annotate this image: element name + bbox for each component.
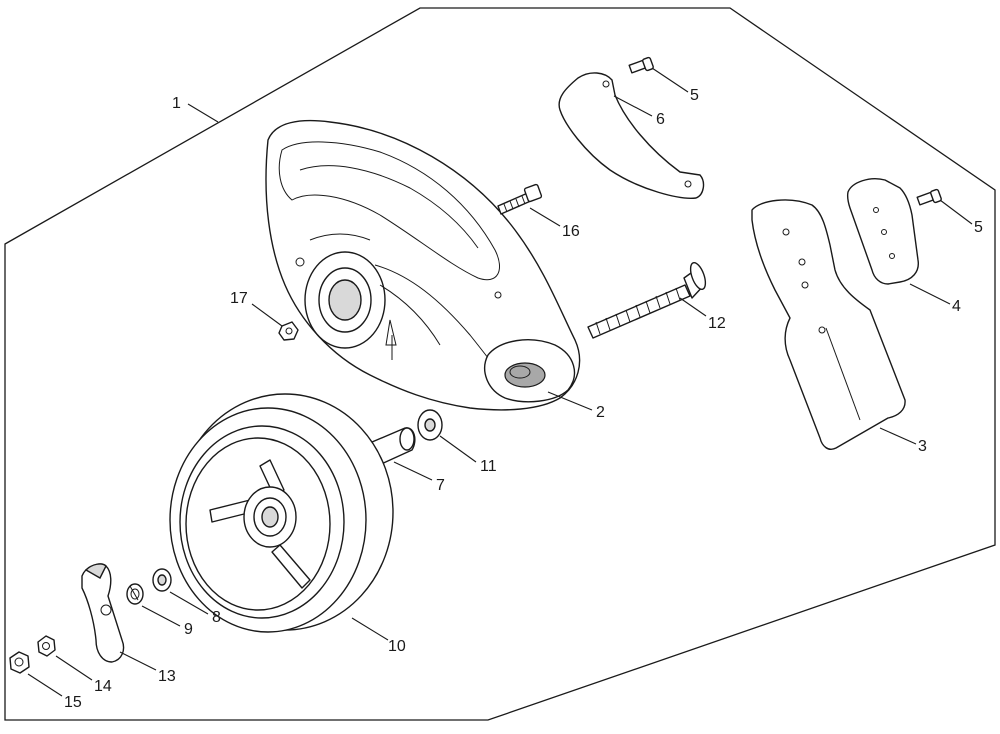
part-3-deflector-plate (751, 199, 906, 450)
leader-11 (439, 435, 477, 463)
leader-13 (119, 651, 157, 671)
leader-14 (55, 655, 93, 681)
callout-9: 9 (184, 621, 193, 638)
part-5-screw-right (916, 188, 942, 206)
callout-17: 17 (230, 290, 248, 307)
leader-7 (393, 461, 433, 481)
part-13-wing-knob (81, 563, 125, 663)
leader-6 (613, 95, 653, 117)
callout-2: 2 (596, 404, 605, 421)
leader-15 (27, 673, 63, 697)
part-17-nut (278, 321, 299, 341)
callout-5b: 5 (974, 219, 983, 236)
callout-8: 8 (212, 609, 221, 626)
leader-5a (651, 67, 689, 93)
callout-5a: 5 (690, 87, 699, 104)
leader-8 (169, 591, 209, 615)
part-12-carriage-bolt (587, 261, 707, 339)
part-9-spring-washer (126, 583, 144, 605)
part-2-guard-housing (265, 119, 581, 411)
callout-14: 14 (94, 678, 112, 695)
part-14-nut (37, 635, 56, 657)
part-11-washer (417, 409, 443, 441)
part-15-nut (9, 651, 30, 674)
part-10-wheel (169, 393, 394, 633)
callout-6: 6 (656, 111, 665, 128)
leader-lines (27, 67, 973, 697)
part-16-bolt (497, 183, 543, 215)
callout-12: 12 (708, 315, 726, 332)
leader-9 (141, 605, 181, 627)
leader-17 (251, 303, 283, 327)
part-8-washer (152, 568, 172, 592)
leader-10 (351, 617, 389, 641)
callout-15: 15 (64, 694, 82, 711)
assembly-frame (4, 7, 996, 721)
callout-3: 3 (918, 438, 927, 455)
leader-5b (939, 199, 973, 225)
leader-1 (187, 103, 219, 123)
leader-4 (909, 283, 951, 305)
leader-2 (547, 391, 593, 411)
leader-16 (529, 207, 561, 227)
part-5-screw-top (628, 56, 654, 74)
callout-13: 13 (158, 668, 176, 685)
leader-3 (879, 427, 917, 445)
callout-labels: 1 2 3 4 5 5 6 7 8 9 10 11 12 13 14 15 16… (64, 87, 983, 711)
callout-1: 1 (172, 95, 181, 112)
callout-7: 7 (436, 477, 445, 494)
leader-12 (679, 297, 707, 317)
callout-11: 11 (480, 458, 497, 475)
part-6-guard-plate (558, 72, 705, 199)
callout-10: 10 (388, 638, 406, 655)
callout-16: 16 (562, 223, 580, 240)
part-4-flap (846, 178, 919, 285)
callout-4: 4 (952, 298, 961, 315)
